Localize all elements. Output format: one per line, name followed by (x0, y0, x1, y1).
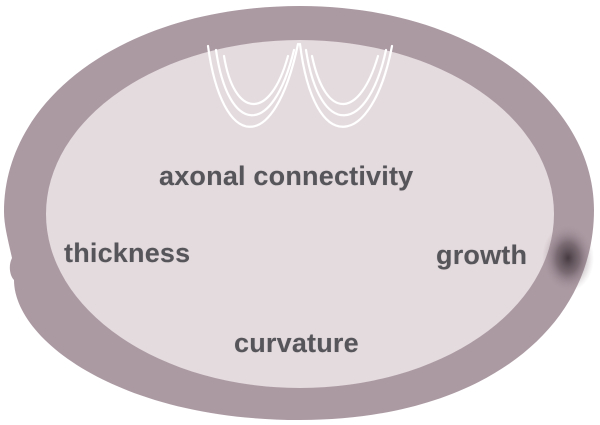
label-curvature: curvature (234, 328, 359, 358)
label-axonal-connectivity: axonal connectivity (159, 161, 414, 191)
label-growth: growth (436, 240, 528, 270)
axonal-fibers-icon (206, 42, 394, 128)
growth-shadow (542, 224, 594, 292)
label-thickness: thickness (64, 238, 191, 268)
inner-region (46, 40, 554, 388)
